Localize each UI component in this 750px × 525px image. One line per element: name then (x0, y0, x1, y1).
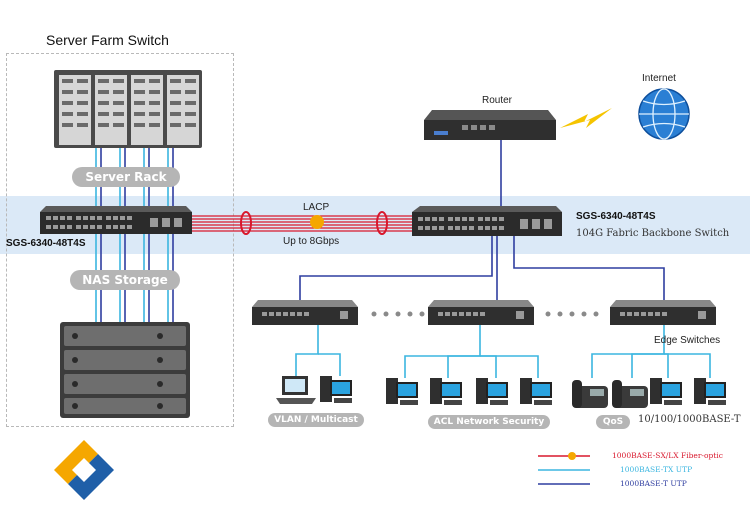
lacp-rings (240, 211, 388, 235)
dotted-links (371, 311, 599, 317)
edge-switch-1 (252, 300, 358, 325)
right-switch-desc: 104G Fabric Backbone Switch (576, 228, 730, 239)
server-rack-label: Server Rack (72, 167, 180, 187)
right-switch (412, 206, 562, 236)
uplinks (299, 236, 665, 300)
edge-switch-3 (610, 300, 716, 325)
desktop-pc-icons (320, 376, 726, 405)
speed-label: 10/100/1000BASE-T (638, 414, 741, 425)
nas-storage (60, 322, 190, 418)
company-logo (54, 440, 114, 500)
client-links (295, 325, 711, 378)
router-label: Router (482, 95, 513, 106)
router (424, 110, 556, 140)
lacp-speed: Up to 8Gbps (283, 236, 340, 247)
legend-utp-t: 1000BASE-T UTP (620, 479, 687, 488)
group-label-qos: QoS (596, 415, 630, 429)
fiber-trunk (192, 215, 412, 232)
lightning-bolt (560, 108, 612, 128)
group-label-vlan: VLAN / Multicast (268, 413, 364, 427)
group-label-acl: ACL Network Security (428, 415, 550, 429)
right-switch-label: SGS-6340-48T4S (576, 211, 656, 222)
legend-lines (538, 452, 590, 485)
legend-fiber: 1000BASE-SX/LX Fiber-optic (612, 451, 723, 460)
nas-storage-label: NAS Storage (70, 270, 180, 290)
server-rack (54, 70, 202, 148)
internet-label: Internet (642, 73, 676, 84)
server-farm-box (6, 53, 234, 427)
ip-phone-icons (572, 380, 648, 408)
lacp-label: LACP (303, 202, 330, 213)
server-farm-title: Server Farm Switch (46, 32, 169, 48)
edge-switch-2 (428, 300, 534, 325)
left-switch (40, 206, 192, 234)
edge-switches-label: Edge Switches (654, 335, 721, 346)
laptop-icon (276, 376, 316, 404)
legend-utp-tx: 1000BASE-TX UTP (620, 465, 693, 474)
internet-globe-icon (638, 88, 690, 140)
left-switch-label: SGS-6340-48T4S (6, 238, 86, 249)
lacp-badge (310, 215, 324, 229)
